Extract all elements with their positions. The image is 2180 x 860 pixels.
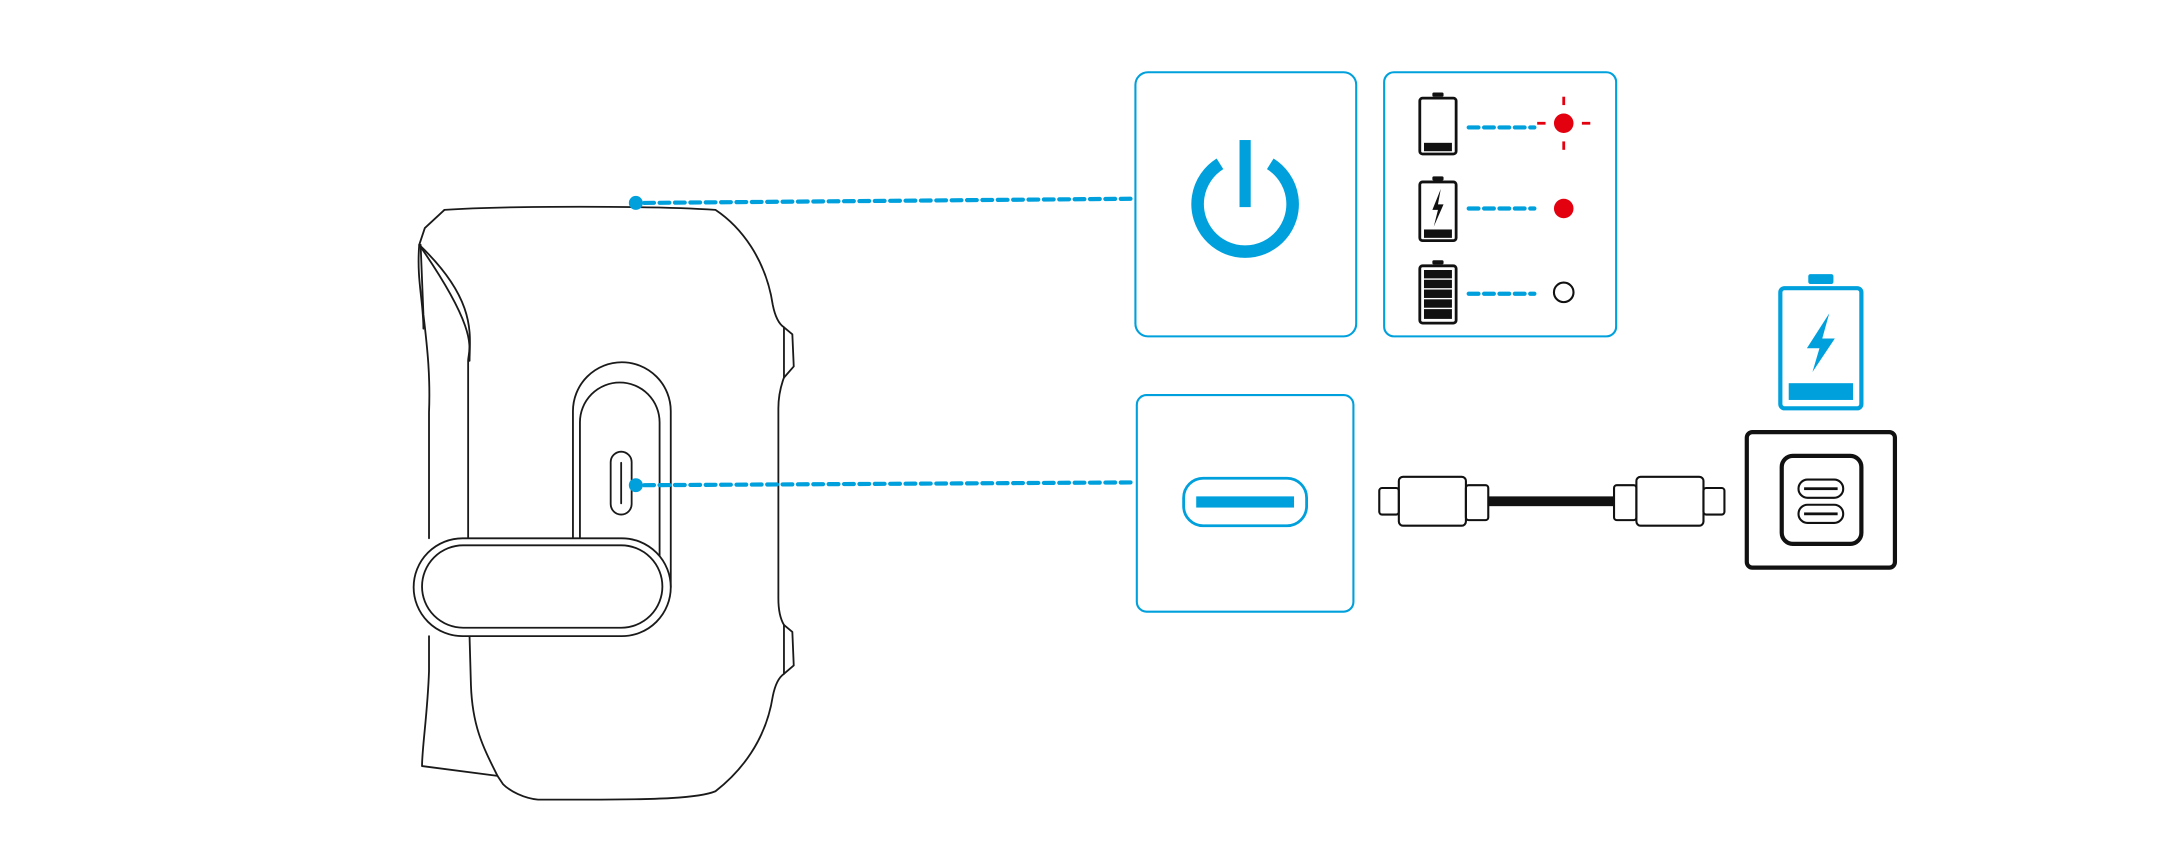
wall-outlet-usb-c-icon — [1744, 430, 1898, 570]
battery-full-icon — [1418, 260, 1458, 325]
power-icon — [1191, 140, 1299, 258]
usb-c-cable-icon — [1378, 475, 1726, 527]
led-red-solid-icon — [1553, 198, 1574, 219]
battery-status-panel — [1383, 71, 1618, 338]
usb-callout-line — [628, 478, 1137, 493]
power-callout-line — [628, 195, 1137, 210]
battery-charging-icon — [1418, 176, 1458, 243]
led-red-blinking-icon — [1537, 96, 1591, 150]
led-off-icon — [1552, 281, 1575, 304]
speaker-strap — [412, 537, 672, 638]
power-button-panel — [1134, 71, 1358, 338]
battery-low-icon — [1418, 92, 1458, 156]
usb-port-panel — [1135, 394, 1355, 613]
battery-charging-blue-icon — [1778, 274, 1864, 411]
speaker-illustration — [412, 205, 795, 801]
usb-c-port-icon — [1182, 476, 1308, 528]
